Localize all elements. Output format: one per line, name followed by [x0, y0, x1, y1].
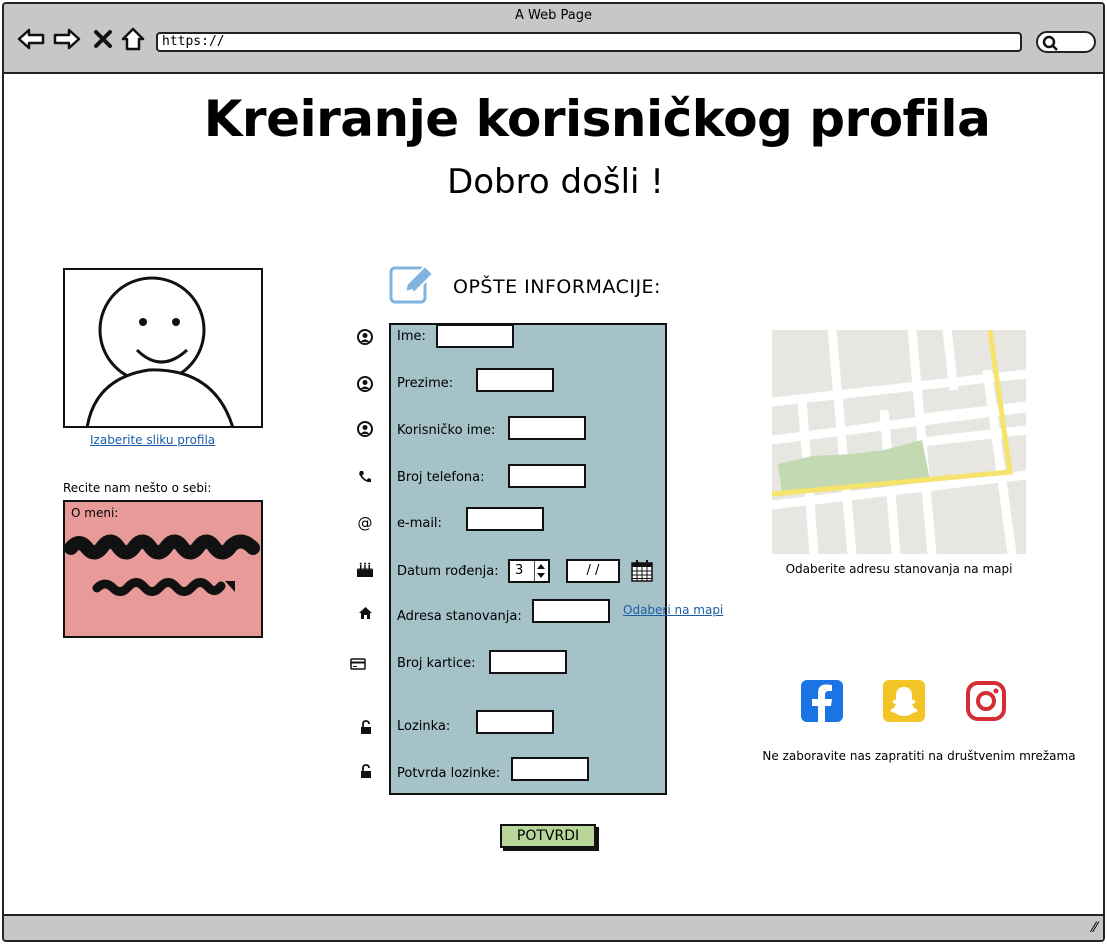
window-title: A Web Page: [515, 8, 592, 23]
section-title: OPŠTE INFORMACIJE:: [453, 276, 661, 298]
home-button[interactable]: [118, 24, 148, 54]
social-caption: Ne zaboravite nas zapratiti na društveni…: [762, 749, 1076, 763]
address-input[interactable]: [532, 599, 610, 623]
snapchat-icon[interactable]: [883, 680, 925, 722]
unlock-icon: [357, 718, 375, 736]
url-bar[interactable]: https://: [156, 32, 1022, 52]
submit-button[interactable]: POTVRDI: [500, 824, 596, 848]
home-icon: [356, 604, 374, 622]
user-avatar-icon: [85, 276, 234, 426]
browser-search-box[interactable]: [1036, 31, 1096, 53]
browser-toolbar: A Web Page https://: [4, 4, 1103, 74]
page-subtitle: Dobro došli !: [447, 162, 664, 202]
last-name-input[interactable]: [476, 368, 554, 392]
birthday-cake-icon: [356, 561, 374, 579]
map-widget[interactable]: [772, 330, 1026, 554]
first-name-label: Ime:: [397, 329, 426, 344]
stop-button[interactable]: [88, 24, 118, 54]
birth-date-input[interactable]: / /: [566, 559, 620, 583]
address-label: Adresa stanovanja:: [397, 609, 522, 624]
email-label: e-mail:: [397, 516, 442, 531]
about-placeholder: O meni:: [71, 506, 119, 520]
map-caption: Odaberite adresu stanovanja na mapi: [785, 562, 1013, 576]
home-icon: [121, 27, 145, 51]
instagram-icon[interactable]: [965, 680, 1007, 722]
about-textarea[interactable]: O meni:: [63, 500, 263, 638]
unlock-icon: [357, 762, 375, 780]
card-label: Broj kartice:: [397, 656, 476, 671]
edit-icon: [389, 264, 435, 304]
calendar-icon[interactable]: [630, 559, 654, 583]
scribble-text: [65, 534, 260, 596]
first-name-input[interactable]: [436, 324, 514, 348]
user-icon: [356, 328, 374, 346]
birth-date-label: Datum rođenja:: [397, 564, 499, 579]
last-name-label: Prezime:: [397, 376, 454, 391]
about-label: Recite nam nešto o sebi:: [63, 481, 212, 495]
search-icon: [1042, 35, 1058, 51]
forward-arrow-icon: [53, 28, 81, 50]
back-arrow-icon: [17, 28, 45, 50]
password-label: Lozinka:: [397, 719, 451, 734]
username-input[interactable]: [508, 416, 586, 440]
password-input[interactable]: [476, 710, 554, 734]
username-label: Korisničko ime:: [397, 423, 496, 438]
close-icon: [94, 30, 112, 48]
page-title: Kreiranje korisničkog profila: [203, 90, 991, 148]
choose-on-map-link[interactable]: Odaberi na mapi: [623, 603, 724, 617]
password-confirm-label: Potvrda lozinke:: [397, 766, 501, 781]
back-button[interactable]: [16, 24, 46, 54]
email-input[interactable]: [466, 507, 544, 531]
phone-input[interactable]: [508, 464, 586, 488]
forward-button[interactable]: [52, 24, 82, 54]
stepper-arrows-icon[interactable]: [534, 561, 548, 581]
at-sign-icon: @: [357, 514, 373, 532]
status-bar: ⁄⁄: [4, 914, 1103, 940]
user-icon: [356, 375, 374, 393]
user-icon: [356, 420, 374, 438]
credit-card-icon: [349, 655, 367, 673]
stepper-value: 3: [515, 563, 524, 578]
map-image: [772, 330, 1026, 554]
resize-grip-icon[interactable]: ⁄⁄: [1092, 920, 1097, 936]
phone-label: Broj telefona:: [397, 470, 485, 485]
facebook-icon[interactable]: [801, 680, 843, 722]
birth-day-stepper[interactable]: 3: [508, 559, 550, 583]
choose-photo-link[interactable]: Izaberite sliku profila: [90, 433, 216, 447]
profile-picture[interactable]: [63, 268, 263, 428]
card-input[interactable]: [489, 650, 567, 674]
password-confirm-input[interactable]: [511, 757, 589, 781]
phone-icon: [356, 468, 374, 486]
